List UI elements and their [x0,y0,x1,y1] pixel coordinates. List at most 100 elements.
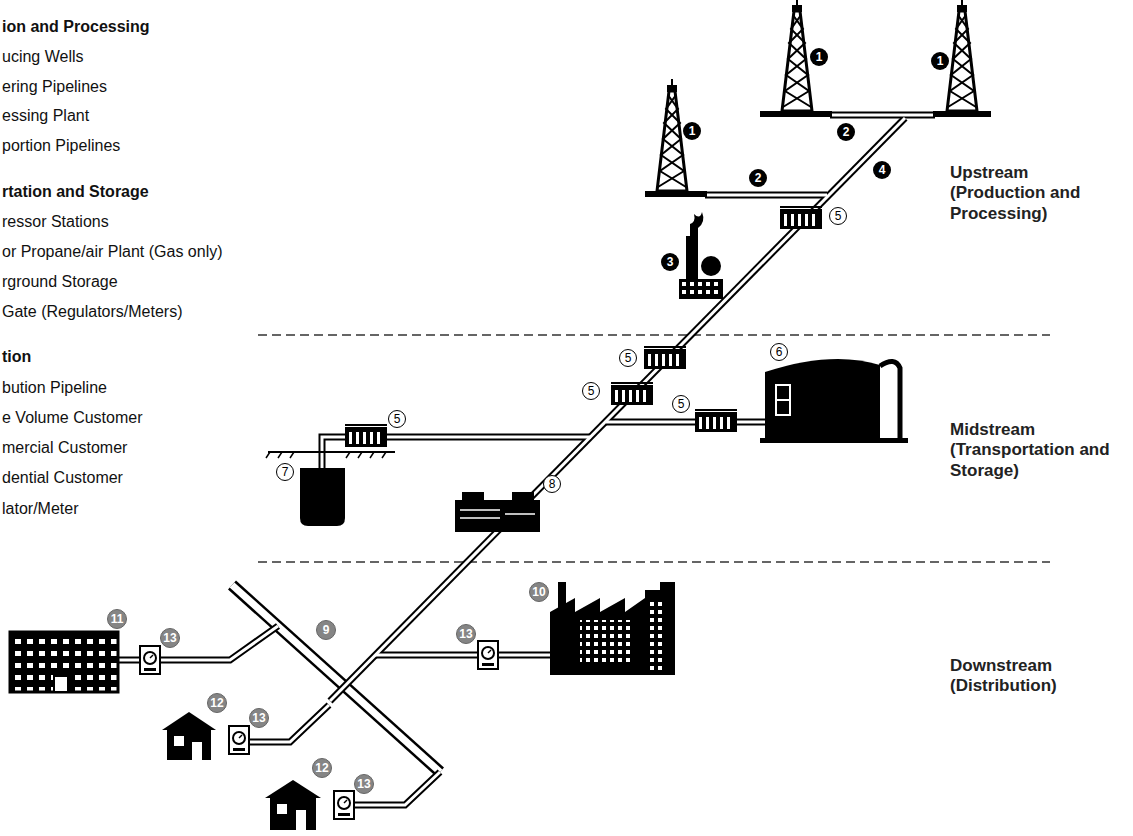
compressor-station [780,206,822,229]
distribution-street [232,585,440,772]
distribution-street [232,585,440,772]
underground-storage [300,468,345,526]
processing-plant [680,280,722,298]
processing-plant [701,256,721,276]
processing-plant [686,236,698,286]
zone-label: Upstream (Production and Processing) [950,163,1110,224]
compressor-station [644,346,686,369]
residential-house [277,804,287,814]
processing-plant [680,280,722,298]
pipeline [606,421,765,424]
legend-text: lator/Meter [2,499,78,518]
callout-number: 1 [931,52,949,70]
distribution-street [232,585,440,772]
residential-house [270,796,316,830]
pipeline [330,118,905,701]
legend-text: ion and Processing [2,17,150,36]
lng-plant [512,492,534,502]
callout-number: 5 [388,410,406,428]
callout-number: 5 [582,382,600,400]
residential-house [174,736,184,746]
legend-text: Gate (Regulators/Meters) [2,302,183,321]
commercial-building [10,632,118,692]
callout-number: 7 [276,463,294,481]
factory [580,620,630,665]
legend-text: mercial Customer [2,438,127,457]
pipeline [705,194,827,197]
pipeline [830,112,935,119]
callout-number: 5 [829,207,847,225]
storage-tank [776,399,790,401]
producing-well [645,0,991,197]
callout-number: 5 [619,349,637,367]
compressor-station [345,424,387,447]
callout-number: 1 [810,48,828,66]
callout-number: 11 [107,609,127,629]
residential-house [162,712,321,830]
commercial-building [10,632,118,692]
legend-text: ucing Wells [2,47,84,66]
compressor-station [611,382,653,405]
underground-storage [266,452,386,458]
callout-number: 12 [312,758,332,778]
storage-tank [765,359,880,440]
factory [550,582,675,675]
callout-number: 2 [749,169,767,187]
pipeline [375,654,550,657]
zone-divider [258,561,1050,563]
regulator-meter [229,726,249,754]
commercial-building [54,676,68,692]
residential-house [265,780,321,798]
pipeline [375,652,550,659]
processing-plant [680,212,722,298]
producing-well [657,79,687,191]
lng-plant [455,492,540,532]
callout-number: 5 [672,395,690,413]
factory [550,582,675,675]
pipeline [118,115,935,805]
callout-number: 12 [207,693,227,713]
storage-tank [760,359,908,443]
callout-number: 13 [354,774,374,794]
lng-plant [505,513,535,515]
pipeline [330,118,905,701]
callout-number: 13 [456,624,476,644]
pipeline [705,192,827,199]
storage-tank [776,385,790,415]
callout-number: 13 [160,628,180,648]
processing-plant [690,212,703,236]
legend-text: tion [2,347,31,366]
legend-text: ressor Stations [2,212,109,231]
storage-tank [760,438,908,443]
legend-text: dential Customer [2,468,123,487]
regulator-meter [140,641,498,819]
pipeline [118,115,935,805]
pipeline [606,419,765,426]
underground-storage [268,451,395,453]
legend-text: ering Pipelines [2,77,107,96]
callout-number: 6 [770,343,788,361]
commercial-building [10,632,118,692]
storage-tank [880,361,900,440]
regulator-meter [140,646,160,674]
producing-well [947,0,977,111]
producing-well [782,0,812,111]
lng-plant [462,492,484,502]
callout-number: 10 [529,582,549,602]
compressor-station [695,409,737,432]
callout-number: 9 [316,620,336,640]
regulator-meter [334,791,354,819]
callout-number: 3 [661,253,679,271]
pipeline [248,705,329,742]
regulator-meter [478,641,498,669]
pipeline [353,772,440,805]
zone-divider [258,334,1050,336]
callout-number: 13 [249,708,269,728]
residential-house [192,742,202,760]
lng-plant [455,500,540,532]
compressor-station [345,206,822,447]
residential-house [162,712,216,730]
callout-number: 2 [837,123,855,141]
